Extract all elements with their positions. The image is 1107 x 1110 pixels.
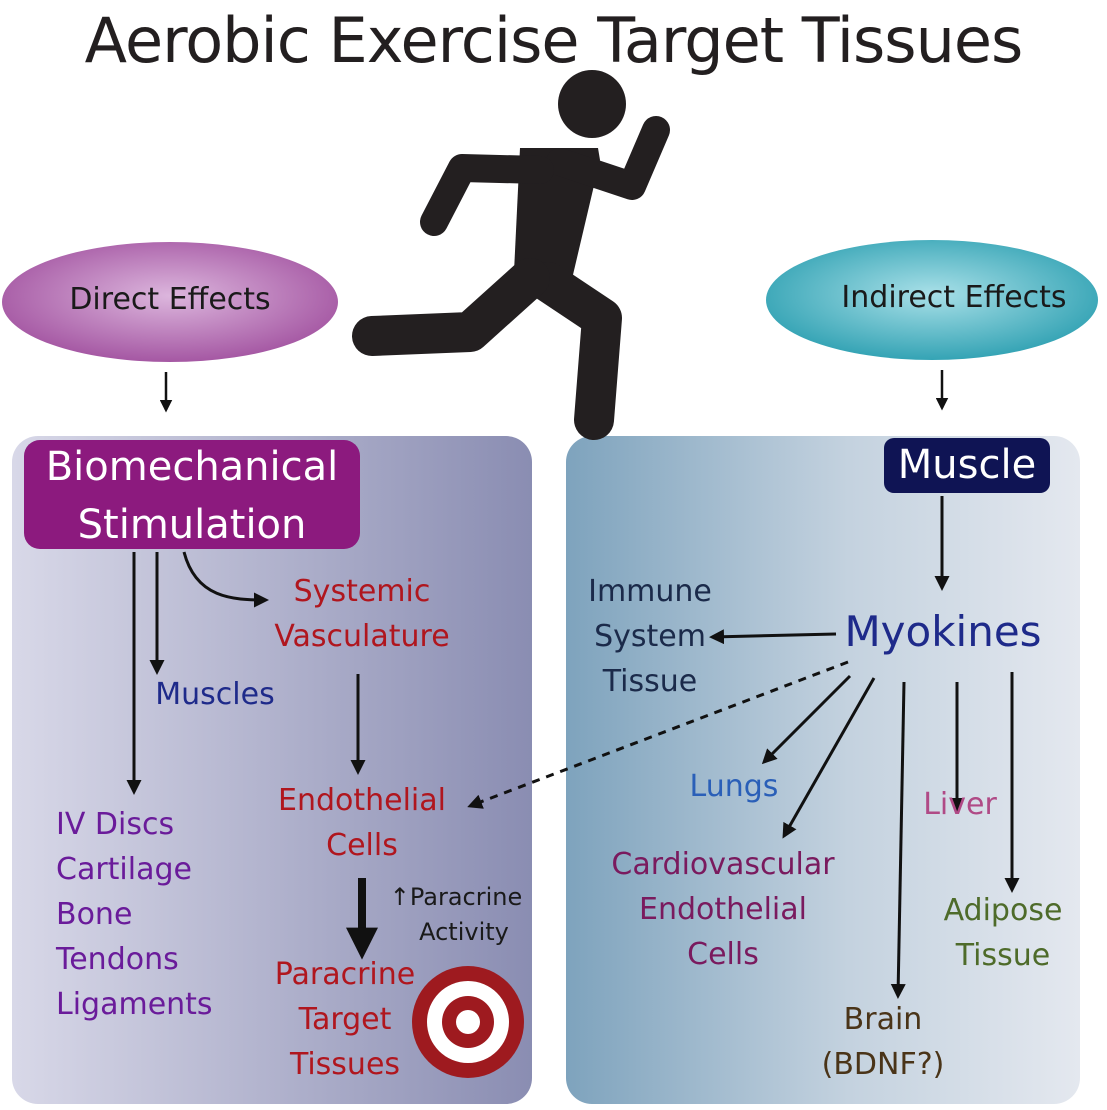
direct-effects-label: Direct Effects xyxy=(69,282,271,317)
indirect-effects-oval xyxy=(766,240,1098,360)
vasculature-label: Vasculature xyxy=(274,619,450,654)
arrow-dashed-to-endothelial xyxy=(467,660,849,809)
cartilage-label: Cartilage xyxy=(56,852,192,887)
cardio-cells-label: Cells xyxy=(687,937,759,972)
lungs-label: Lungs xyxy=(689,769,779,804)
diagram-title: Aerobic Exercise Target Tissues xyxy=(84,4,1024,77)
systemic-label: Systemic xyxy=(293,574,431,609)
cardiovascular-label: Cardiovascular xyxy=(611,847,835,882)
tendons-label: Tendons xyxy=(56,942,179,977)
arrows xyxy=(126,370,1020,999)
arrow-to-cardio xyxy=(782,677,876,839)
muscle-box xyxy=(884,438,1050,493)
tissues-label: Tissues xyxy=(289,1047,401,1082)
paracrine-label: Paracrine xyxy=(274,957,416,992)
adipose-label: Adipose xyxy=(943,893,1063,928)
bone-label: Bone xyxy=(56,897,133,932)
cells-label: Cells xyxy=(326,828,398,863)
system-label: System xyxy=(594,619,706,654)
running-person-icon xyxy=(352,70,670,440)
muscles-label: Muscles xyxy=(155,677,275,712)
muscle-label: Muscle xyxy=(897,442,1037,488)
arrow-to-immune xyxy=(709,629,837,645)
endothelial-label: Endothelial xyxy=(278,783,446,818)
activity-label: Activity xyxy=(419,918,509,946)
target-icon xyxy=(412,966,524,1078)
liver-label: Liver xyxy=(923,787,997,822)
brain-label: Brain xyxy=(843,1002,923,1037)
paracrine-activity-label: ↑Paracrine xyxy=(389,883,523,911)
adipose-tissue-label: Tissue xyxy=(955,938,1051,973)
indirect-effects-label: Indirect Effects xyxy=(841,280,1067,315)
stimulation-label: Stimulation xyxy=(77,502,307,548)
direct-effects-panel xyxy=(12,436,532,1104)
arrow-to-systemic xyxy=(182,551,269,608)
direct-effects-oval xyxy=(2,242,338,362)
immune-label: Immune xyxy=(588,574,712,609)
arrow-to-lungs xyxy=(761,674,852,765)
target-label: Target xyxy=(298,1002,392,1037)
bdnf-label: (BDNF?) xyxy=(821,1047,945,1082)
biomechanical-stimulation-box xyxy=(24,440,360,549)
arrow-to-brain xyxy=(890,681,906,999)
iv-discs-label: IV Discs xyxy=(56,807,175,842)
cardio-endothelial-label: Endothelial xyxy=(639,892,807,927)
ligaments-label: Ligaments xyxy=(56,987,213,1022)
biomechanical-label: Biomechanical xyxy=(45,444,339,490)
tissue-label: Tissue xyxy=(602,664,698,699)
myokines-label: Myokines xyxy=(844,607,1042,656)
